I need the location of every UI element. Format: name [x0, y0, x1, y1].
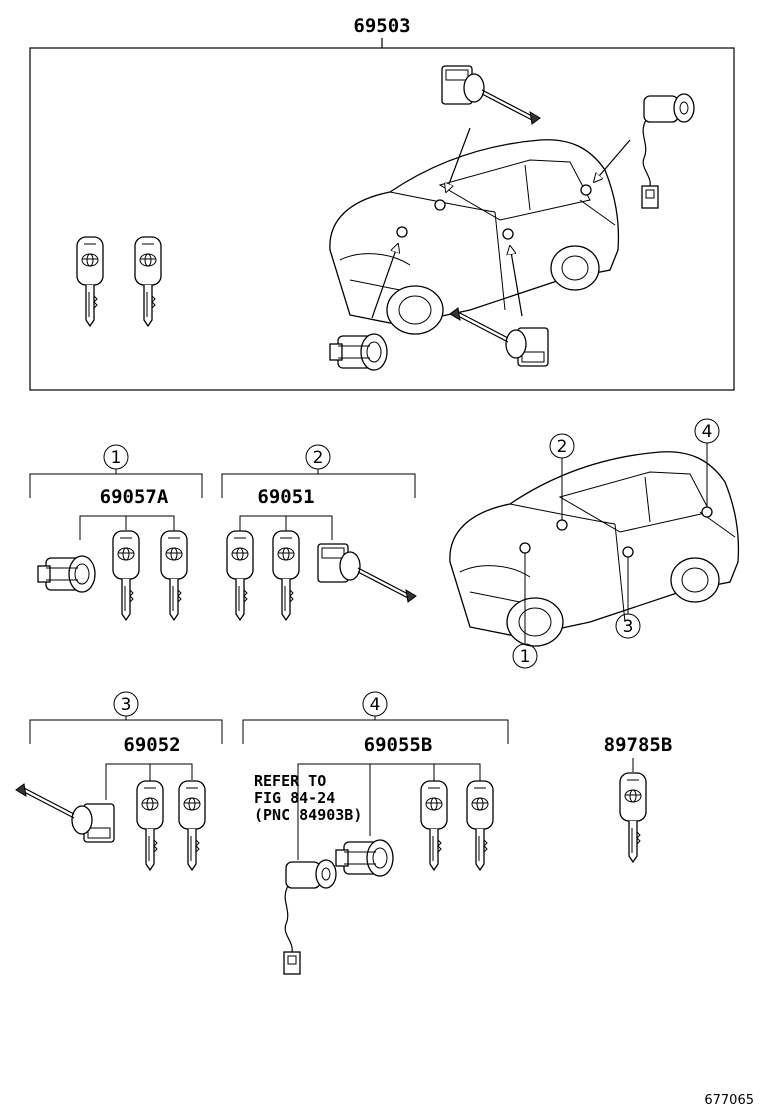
car-callout-3 — [615, 613, 641, 639]
car-callout-label: 2 — [557, 437, 568, 457]
door-lock-cylinder-icon — [317, 543, 417, 603]
refer-note-line-2: FIG 84-24 — [254, 789, 335, 807]
location-arrow — [594, 139, 631, 182]
group-bracket — [29, 719, 223, 744]
ignition-cylinder-icon — [37, 555, 96, 593]
group-bracket — [29, 473, 203, 498]
key-icon — [272, 530, 300, 621]
part-leader — [297, 763, 481, 860]
key-icon — [160, 530, 188, 621]
car-illustration — [449, 451, 740, 647]
car-location-dot — [502, 228, 514, 240]
back-door-lock-icon — [283, 859, 337, 975]
refer-note-line-1: REFER TO — [254, 772, 326, 790]
car-location-dot — [556, 519, 568, 531]
car-location-dot — [519, 542, 531, 554]
car-location-dot — [580, 184, 592, 196]
car-callout-2 — [549, 433, 575, 459]
car-location-dot — [434, 199, 446, 211]
door-lock-cylinder-icon — [449, 307, 549, 367]
car-location-dot — [396, 226, 408, 238]
car-callout-label: 1 — [520, 647, 531, 667]
group-marker-label: 4 — [370, 695, 381, 715]
group-marker-label: 2 — [313, 448, 324, 468]
ignition-cylinder-icon — [329, 333, 388, 371]
single-key-part-number: 89785B — [604, 734, 673, 756]
group-part-number: 69057A — [100, 486, 169, 508]
key-icon — [226, 530, 254, 621]
location-arrow — [446, 127, 471, 192]
door-lock-cylinder-icon — [441, 65, 541, 125]
key-icon — [112, 530, 140, 621]
door-lock-cylinder-icon — [15, 783, 115, 843]
car-callout-1 — [512, 643, 538, 669]
refer-note-line-3: (PNC 84903B) — [254, 806, 362, 824]
key-icon — [619, 772, 647, 863]
car-callout-label: 4 — [702, 422, 713, 442]
ignition-cylinder-icon — [335, 839, 394, 877]
location-arrow — [510, 246, 523, 317]
location-arrow — [371, 244, 398, 319]
key-icon — [178, 780, 206, 871]
group-marker-label: 3 — [121, 695, 132, 715]
group-bracket — [221, 473, 416, 498]
figure-id: 677065 — [704, 1093, 754, 1108]
group-marker-label: 1 — [111, 448, 122, 468]
part-leader — [239, 515, 333, 540]
car-callout-label: 3 — [623, 617, 634, 637]
back-door-lock-icon — [641, 93, 695, 209]
key-icon — [134, 236, 162, 327]
key-icon — [76, 236, 104, 327]
key-icon — [420, 780, 448, 871]
part-leader — [79, 515, 175, 540]
group-bracket — [242, 719, 509, 744]
part-leader — [105, 763, 193, 800]
car-location-dot — [622, 546, 634, 558]
key-icon — [136, 780, 164, 871]
top-kit-part-number: 69503 — [353, 15, 410, 37]
group-part-number: 69052 — [123, 734, 180, 756]
group-part-number: 69055B — [364, 734, 433, 756]
top-kit-frame — [29, 47, 735, 391]
car-location-dot — [701, 506, 713, 518]
car-callout-4 — [694, 418, 720, 444]
group-part-number: 69051 — [257, 486, 314, 508]
car-illustration — [329, 139, 620, 335]
key-icon — [466, 780, 494, 871]
